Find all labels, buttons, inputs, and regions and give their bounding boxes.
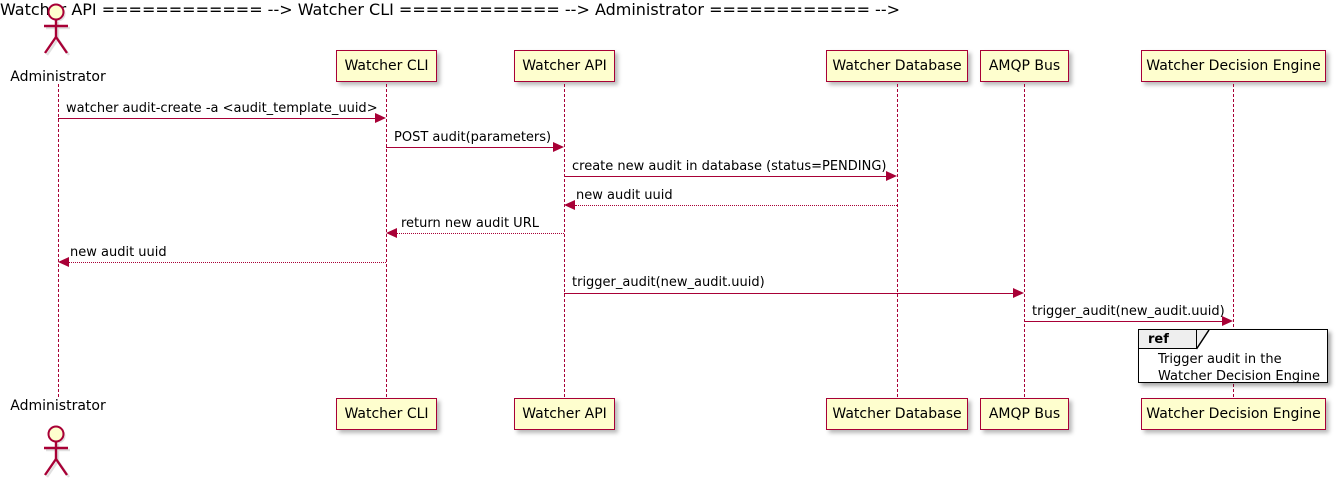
- message-arrow-6: [69, 262, 386, 263]
- participant-label-watcher-database-bottom: Watcher Database: [832, 406, 962, 422]
- participant-box-watcher-decision-engine-top[interactable]: Watcher Decision Engine: [1141, 50, 1326, 82]
- message-arrowhead-3: [886, 171, 897, 181]
- ref-fragment-body: Trigger audit in the Watcher Decision En…: [1139, 351, 1327, 385]
- ref-fragment-tab-edge: [1195, 330, 1210, 350]
- ref-fragment-line-2: Watcher Decision Engine: [1158, 369, 1320, 384]
- message-label-7: trigger_audit(new_audit.uuid): [572, 275, 765, 290]
- message-label-6: new audit uuid: [70, 245, 167, 260]
- message-arrow-8: [1024, 321, 1222, 322]
- message-arrowhead-8: [1222, 316, 1233, 326]
- lifeline-administrator: [58, 84, 59, 397]
- lifeline-watcher-decision-engine: [1233, 84, 1234, 397]
- participant-box-watcher-database-top[interactable]: Watcher Database: [826, 50, 968, 82]
- message-arrowhead-6: [58, 257, 69, 267]
- lifeline-amqp-bus: [1024, 84, 1025, 397]
- message-arrowhead-4: [564, 200, 575, 210]
- message-arrow-5: [397, 233, 564, 234]
- participant-label-watcher-cli-bottom: Watcher CLI: [344, 406, 429, 422]
- message-arrowhead-2: [553, 142, 564, 152]
- lifeline-watcher-api: [564, 84, 565, 397]
- participant-label-watcher-cli-top: Watcher CLI: [344, 58, 429, 74]
- message-arrow-4: [575, 205, 897, 206]
- message-arrow-1: [58, 118, 375, 119]
- participant-box-watcher-api-top[interactable]: Watcher API: [514, 50, 615, 82]
- message-label-8: trigger_audit(new_audit.uuid): [1032, 304, 1225, 319]
- lifeline-watcher-cli: [386, 84, 387, 397]
- ref-fragment: ref Trigger audit in the Watcher Decisio…: [1138, 329, 1328, 385]
- participant-label-watcher-decision-engine-bottom: Watcher Decision Engine: [1146, 406, 1321, 422]
- actor-icon-administrator-bottom: [38, 425, 78, 479]
- participant-label-administrator-bottom: Administrator: [10, 398, 106, 414]
- participant-label-watcher-database-top: Watcher Database: [832, 58, 962, 74]
- participant-box-amqp-bus-bottom[interactable]: AMQP Bus: [980, 398, 1069, 430]
- participant-label-amqp-bus-bottom: AMQP Bus: [988, 406, 1061, 422]
- message-arrow-3: [564, 176, 886, 177]
- ref-fragment-line-1: Trigger audit in the: [1158, 352, 1282, 367]
- participant-label-watcher-api-top: Watcher API: [522, 58, 607, 74]
- participant-label-administrator-top: Administrator: [10, 69, 106, 85]
- participant-box-watcher-cli-bottom[interactable]: Watcher CLI: [336, 398, 437, 430]
- message-label-4: new audit uuid: [576, 188, 673, 203]
- message-label-2: POST audit(parameters): [394, 130, 552, 145]
- participant-box-watcher-decision-engine-bottom[interactable]: Watcher Decision Engine: [1141, 398, 1326, 430]
- actor-icon-administrator-top: [38, 3, 78, 57]
- message-label-1: watcher audit-create -a <audit_template_…: [66, 101, 378, 116]
- participant-box-watcher-cli-top[interactable]: Watcher CLI: [336, 50, 437, 82]
- ref-fragment-tab-label: ref: [1148, 331, 1169, 347]
- participant-box-amqp-bus-top[interactable]: AMQP Bus: [980, 50, 1069, 82]
- message-label-3: create new audit in database (status=PEN…: [572, 159, 887, 174]
- participant-box-watcher-api-bottom[interactable]: Watcher API: [514, 398, 615, 430]
- message-arrowhead-1: [375, 113, 386, 123]
- participant-label-watcher-decision-engine-top: Watcher Decision Engine: [1146, 58, 1321, 74]
- message-arrowhead-7: [1013, 288, 1024, 298]
- lifeline-watcher-database: [897, 84, 898, 397]
- message-arrow-7: [564, 293, 1013, 294]
- message-label-5: return new audit URL: [401, 216, 539, 231]
- message-arrow-2: [386, 147, 553, 148]
- message-arrowhead-5: [386, 228, 397, 238]
- participant-label-amqp-bus-top: AMQP Bus: [988, 58, 1061, 74]
- participant-box-watcher-database-bottom[interactable]: Watcher Database: [826, 398, 968, 430]
- participant-label-watcher-api-bottom: Watcher API: [522, 406, 607, 422]
- ref-fragment-tab: ref: [1139, 330, 1197, 349]
